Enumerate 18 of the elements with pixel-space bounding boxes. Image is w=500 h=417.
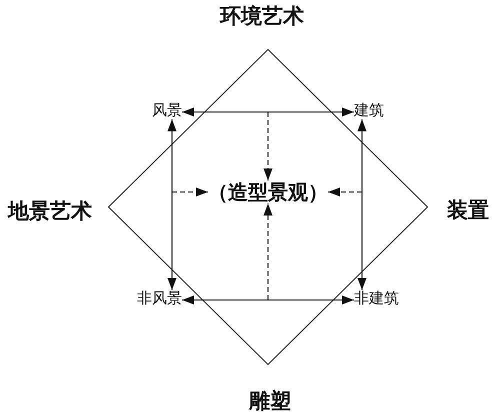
term-label: 非风景	[137, 290, 182, 308]
corner-label: 装置	[447, 198, 489, 222]
term-label: 风景	[152, 102, 182, 120]
dashed-arrow	[264, 204, 272, 300]
corner-label: 环境艺术	[220, 4, 304, 28]
term-label: 建筑	[354, 102, 384, 120]
double-headed-arrow	[168, 119, 176, 290]
dashed-arrow	[172, 188, 208, 196]
double-headed-arrow	[358, 119, 366, 290]
center-term-label: （造型景观）	[208, 180, 328, 204]
dashed-arrow	[264, 112, 272, 180]
corner-label: 地景艺术	[8, 199, 92, 224]
diamond-outline	[108, 49, 428, 365]
corner-label: 雕塑	[249, 389, 291, 414]
double-headed-arrow	[182, 108, 354, 116]
term-label: 非建筑	[354, 290, 399, 308]
double-headed-arrow	[182, 296, 354, 304]
dashed-arrow	[328, 188, 362, 196]
